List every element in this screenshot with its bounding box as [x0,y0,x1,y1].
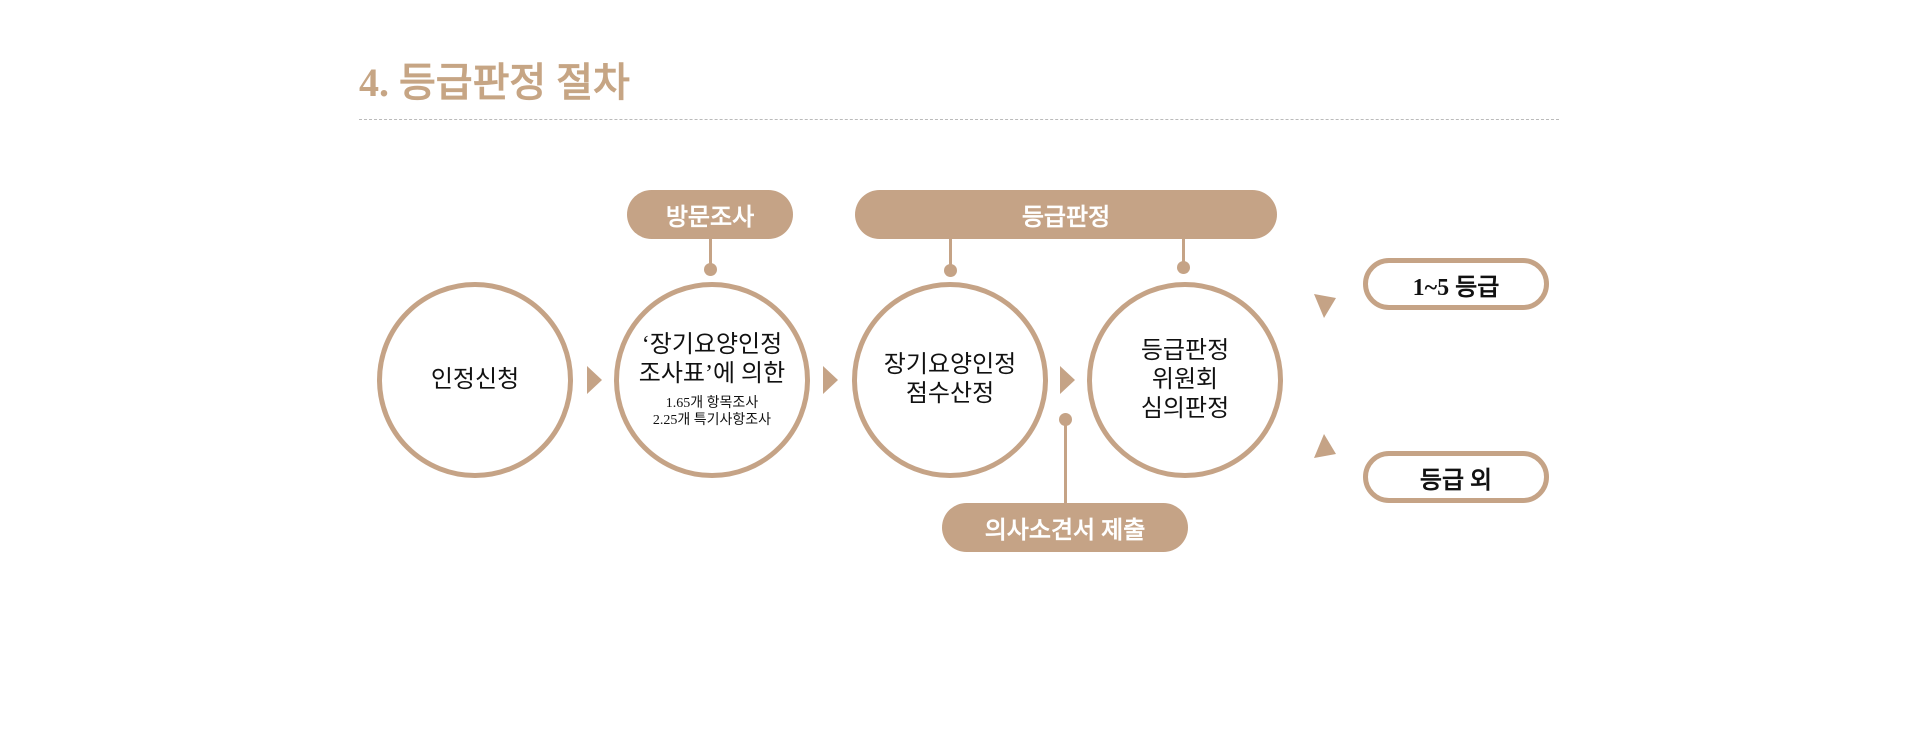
connector-line [1064,425,1067,503]
connector-dot [944,264,957,277]
doctor-opinion-label: 의사소견서 제출 [942,503,1188,552]
step-committee: 등급판정 위원회 심의판정 [1087,282,1283,478]
step-text: 조사표’에 의한 [638,361,786,387]
visit-survey-label: 방문조사 [627,190,793,239]
arrow-right-icon [823,366,838,394]
connector-line [709,239,712,266]
step-text: 장기요양인정 [883,352,1017,378]
step-application: 인정신청 [377,282,573,478]
step-subtext: 2.25개 특기사항조사 [652,413,772,428]
step-scoring: 장기요양인정 점수산정 [852,282,1048,478]
connector-dot [1059,413,1072,426]
connector-line [949,239,952,267]
section-title: 4. 등급판정 절차 [359,60,630,105]
arrow-right-icon [1060,366,1075,394]
outcome-no-grade: 등급 외 [1363,451,1549,503]
step-text: 위원회 [1151,366,1219,393]
arrow-up-right-icon [1314,294,1336,318]
connector-dot [704,263,717,276]
step-text: ‘장기요양인정 [641,332,783,358]
arrow-right-icon [587,366,602,394]
outcome-grade-1-5: 1~5 등급 [1363,258,1549,310]
step-text: 인정신청 [430,366,520,393]
dashed-divider [359,119,1559,120]
connector-line [1182,239,1185,264]
step-text: 등급판정 [1140,337,1230,364]
grading-label: 등급판정 [855,190,1277,239]
step-text: 심의판정 [1140,395,1230,422]
step-survey: ‘장기요양인정 조사표’에 의한 1.65개 항목조사 2.25개 특기사항조사 [614,282,810,478]
step-subtext: 1.65개 항목조사 [665,396,759,411]
step-text: 점수산정 [905,381,995,407]
connector-dot [1177,261,1190,274]
arrow-down-right-icon [1314,434,1336,458]
